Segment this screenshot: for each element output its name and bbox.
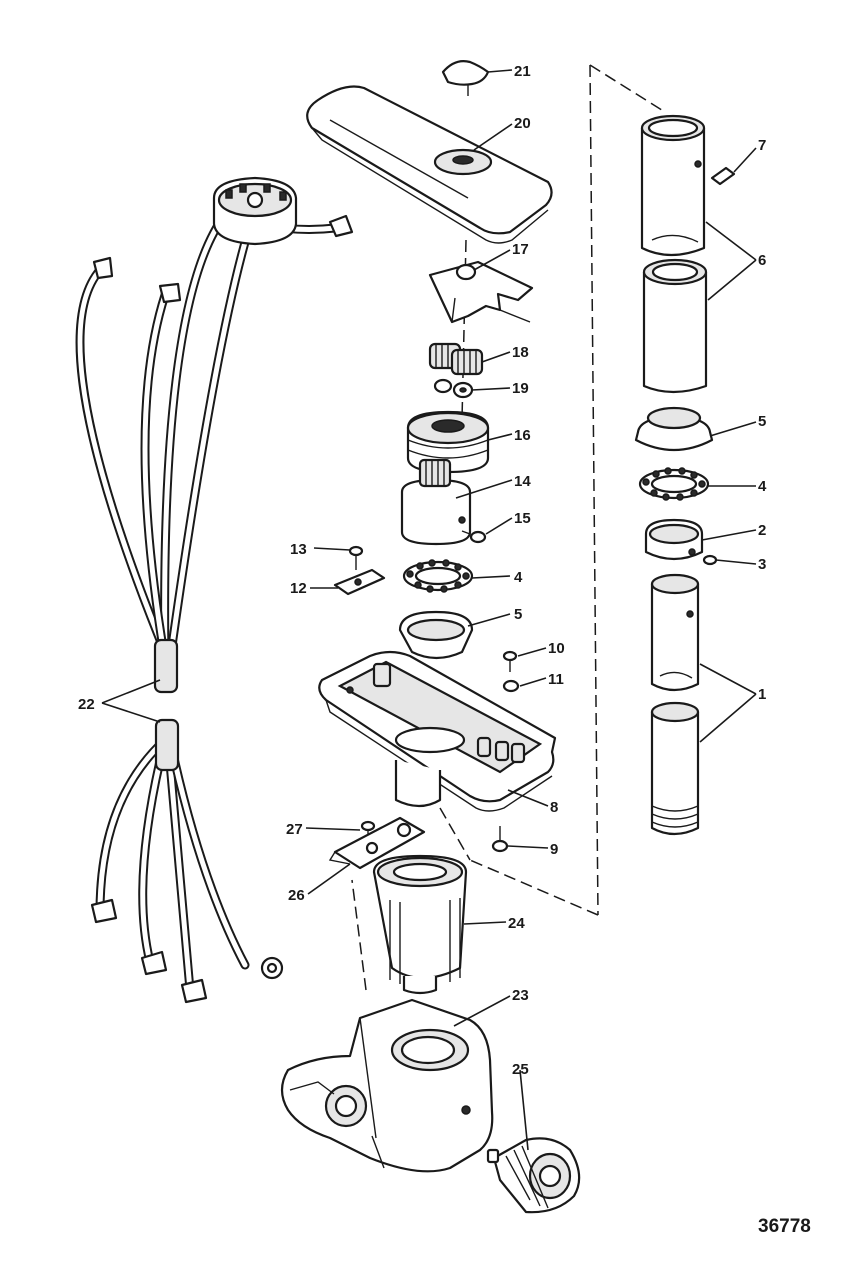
part-7-pin	[710, 166, 736, 186]
part-26-plate	[328, 816, 426, 870]
callout-25: 25	[512, 1061, 529, 1078]
part-25-nose-cone	[486, 1137, 581, 1214]
callout-22: 22	[78, 696, 95, 713]
callout-21: 21	[514, 63, 531, 80]
part-20-top-cover	[306, 85, 553, 244]
part-5-race-middle	[398, 610, 474, 660]
part-12-plate	[333, 568, 386, 596]
callout-4-middle: 4	[514, 569, 523, 586]
part-4-bearing-right	[638, 467, 710, 501]
leader-lines	[101, 69, 757, 1151]
part-17-bracket	[428, 260, 534, 324]
part-14-drive-housing	[400, 458, 472, 546]
callout-27: 27	[286, 821, 303, 838]
callout-5-middle: 5	[514, 606, 522, 623]
part-16-upper-housing	[406, 410, 490, 474]
part-21-knob	[441, 60, 490, 96]
part-9-screw	[491, 826, 509, 853]
callout-26: 26	[288, 887, 305, 904]
part-15-screw	[461, 530, 487, 544]
callout-11: 11	[548, 671, 564, 688]
part-13-screw	[348, 545, 364, 570]
callout-16: 16	[514, 427, 531, 444]
callout-1: 1	[758, 686, 766, 703]
terminal-block	[212, 176, 298, 246]
callout-6: 6	[758, 252, 766, 269]
part-23-lower-housing	[280, 998, 494, 1173]
part-4-bearing-middle	[402, 559, 474, 593]
part-19-nuts	[433, 378, 474, 399]
part-2-collar	[644, 518, 704, 561]
part-22-wiring-harness	[75, 210, 354, 1004]
callout-14: 14	[514, 473, 531, 490]
callout-12: 12	[290, 580, 307, 597]
part-10-screw	[502, 650, 518, 672]
callout-labels: 21 20 17 18 19 16 14 15 13 12 4 5 10 11 …	[78, 63, 767, 1078]
callout-8: 8	[550, 799, 558, 816]
callout-23: 23	[512, 987, 529, 1004]
callout-3: 3	[758, 556, 766, 573]
part-5-race-right	[634, 406, 714, 452]
callout-5-right: 5	[758, 413, 766, 430]
callout-24: 24	[508, 915, 525, 932]
part-6-upper-tubes	[640, 114, 708, 394]
callout-20: 20	[514, 115, 531, 132]
assembly-dash-lines	[351, 64, 666, 991]
part-24-cartridge	[372, 854, 468, 995]
callout-17: 17	[512, 241, 529, 258]
part-1-lower-tubes	[650, 573, 700, 836]
callout-7: 7	[758, 137, 766, 154]
part-11-nut	[502, 679, 520, 693]
part-8-control-housing	[318, 650, 557, 812]
callout-9: 9	[550, 841, 558, 858]
callout-10: 10	[548, 640, 565, 657]
callout-2: 2	[758, 522, 766, 539]
part-3-set-screw	[702, 554, 718, 566]
callout-13: 13	[290, 541, 307, 558]
callout-4-right: 4	[758, 478, 767, 495]
callout-15: 15	[514, 510, 531, 527]
part-18-gears	[428, 342, 484, 376]
figure-number: 36778	[758, 1216, 811, 1237]
callout-18: 18	[512, 344, 529, 361]
callout-19: 19	[512, 380, 529, 397]
